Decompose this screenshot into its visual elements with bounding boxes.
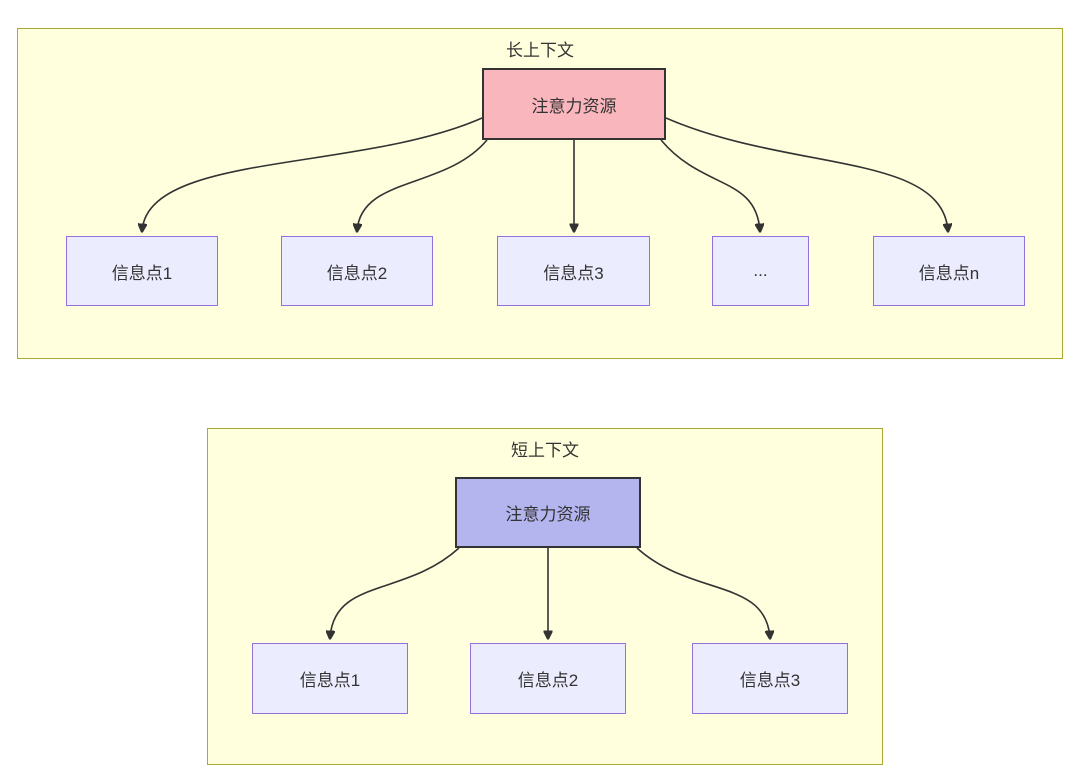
long-info-point-3: 信息点3 <box>497 236 650 306</box>
long-info-point-n: 信息点n <box>873 236 1025 306</box>
long-attention-resource-node: 注意力资源 <box>482 68 666 140</box>
long-info-point-2: 信息点2 <box>281 236 433 306</box>
short-info-point-2: 信息点2 <box>470 643 626 714</box>
long-info-point-1: 信息点1 <box>66 236 218 306</box>
short-context-title: 短上下文 <box>511 441 579 460</box>
long-context-title: 长上下文 <box>506 41 574 60</box>
short-attention-resource-node: 注意力资源 <box>455 477 641 548</box>
short-info-point-1: 信息点1 <box>252 643 408 714</box>
short-info-point-3: 信息点3 <box>692 643 848 714</box>
long-info-point-ellipsis: ... <box>712 236 809 306</box>
